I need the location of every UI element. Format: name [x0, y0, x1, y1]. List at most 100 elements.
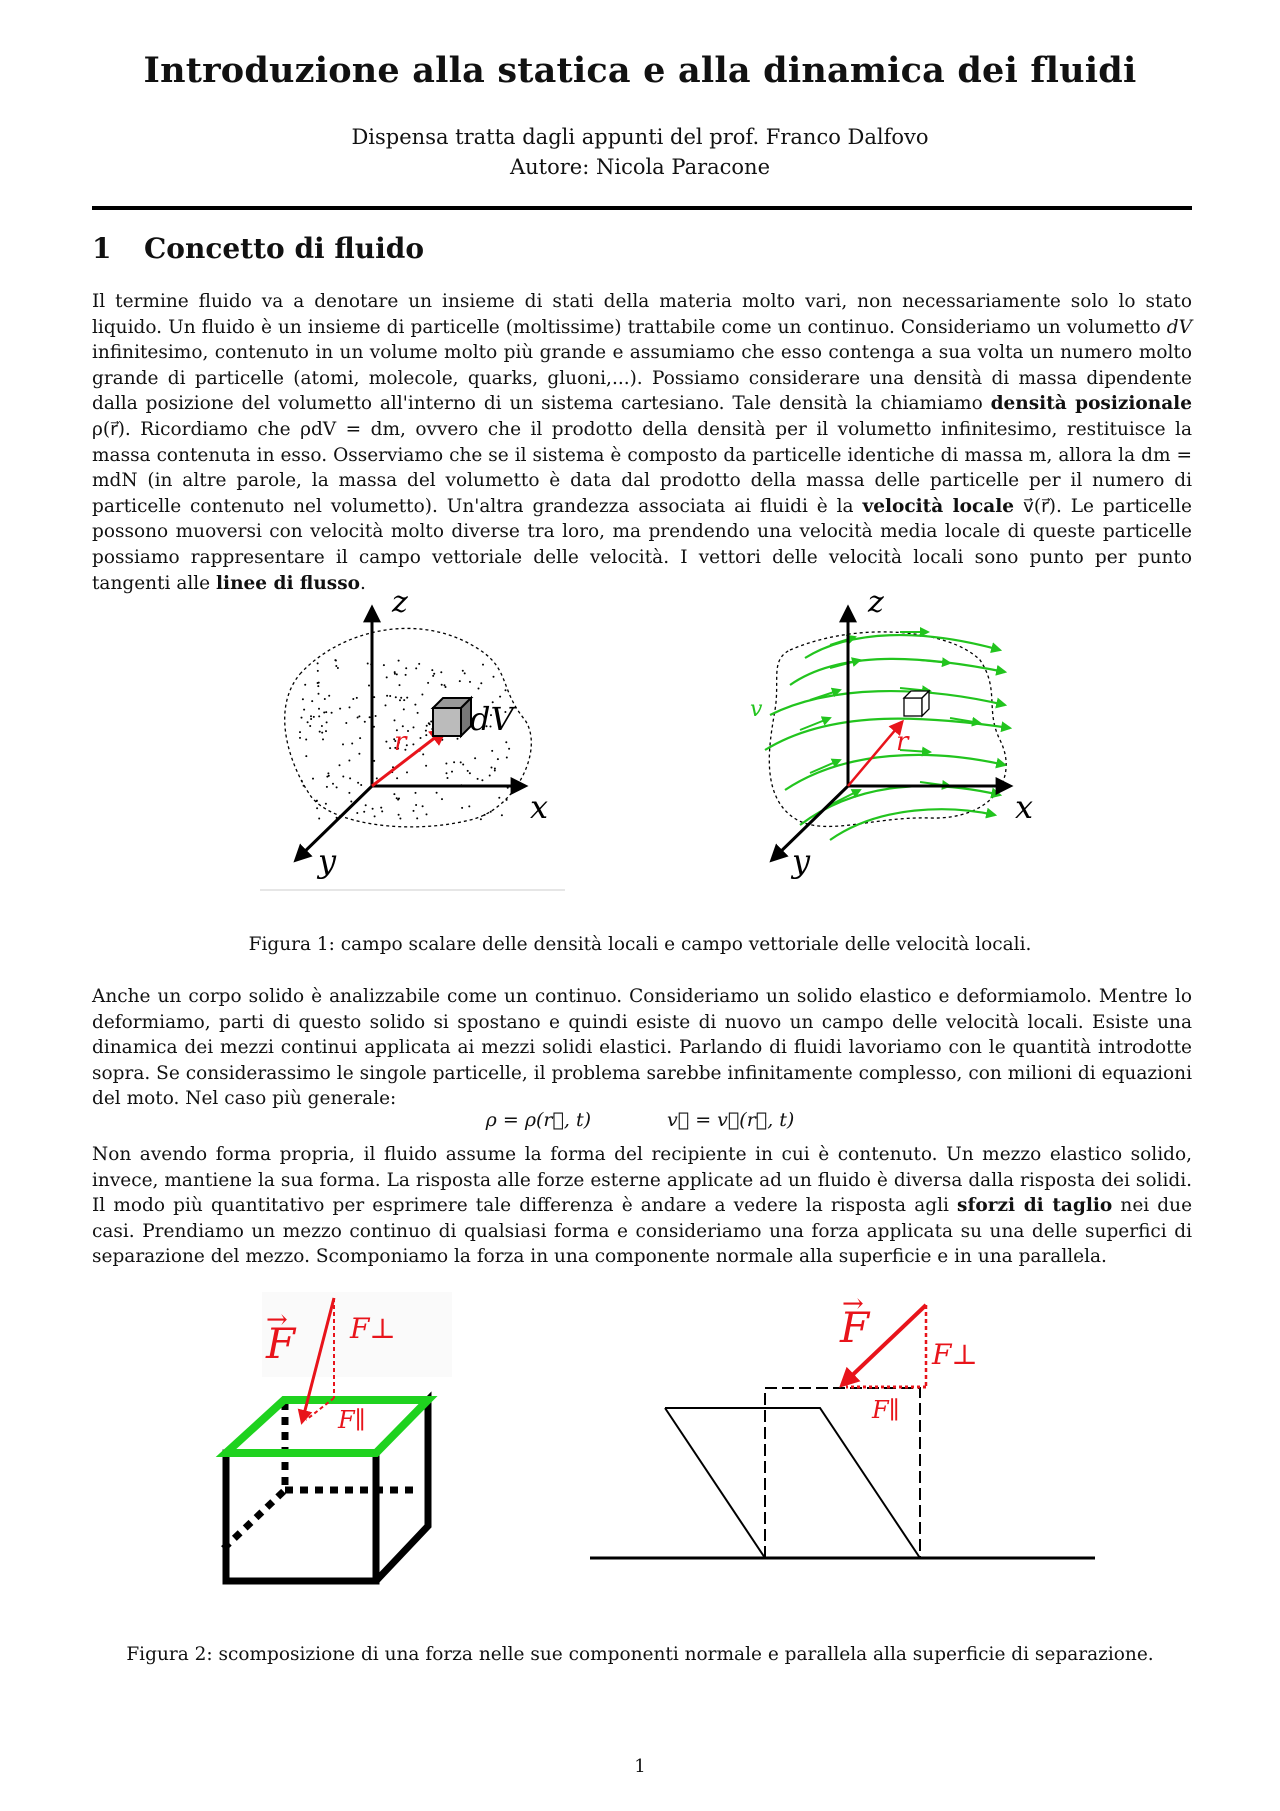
section-number: 1: [92, 232, 112, 265]
deformed-shape: [664, 1407, 921, 1559]
particle-dot: [312, 777, 314, 780]
particle-dot: [384, 704, 387, 707]
particle-dot: [406, 771, 408, 774]
particle-dot: [456, 737, 459, 740]
y-axis: [769, 784, 850, 863]
particle-dot: [488, 774, 491, 777]
particle-dot: [397, 747, 400, 750]
particle-dot: [412, 809, 415, 812]
particle-dot: [375, 777, 378, 780]
particle-dot: [306, 721, 309, 724]
force-vector: [839, 1303, 928, 1388]
particle-dot: [394, 696, 397, 699]
particle-dot: [317, 692, 320, 695]
particle-dot: [316, 669, 319, 672]
axis-label-y: y: [316, 842, 337, 880]
particle-dot: [324, 802, 327, 805]
figure-2: F → F⊥ F∥ F → F⊥ F∥: [215, 1290, 1095, 1585]
particle-dot: [342, 775, 345, 778]
particle-dot: [327, 774, 330, 777]
particle-dot: [416, 711, 419, 714]
particle-dot: [299, 731, 301, 734]
particle-dot: [356, 812, 359, 814]
title-rule: [92, 206, 1192, 210]
particle-dot: [427, 722, 430, 725]
position-vector: [847, 719, 904, 787]
particle-dot: [421, 693, 424, 696]
particle-dot: [393, 719, 396, 722]
particle-dot: [459, 761, 462, 764]
particle-dot: [316, 682, 319, 684]
particle-dot: [440, 671, 443, 674]
particle-dot: [425, 764, 428, 767]
particle-dot: [352, 698, 355, 700]
particle-dot: [468, 805, 471, 808]
page-number: 1: [634, 1756, 646, 1777]
particle-dot: [397, 659, 400, 662]
particle-dot: [477, 687, 480, 690]
arrow-over-F: →: [266, 1305, 288, 1335]
particle-dot: [419, 737, 422, 739]
particle-dot: [393, 793, 396, 796]
particle-dot: [485, 725, 488, 728]
y-axis: [293, 784, 374, 863]
particle-dot: [300, 716, 303, 719]
arrow-over-F: →: [842, 1290, 864, 1319]
paragraph-fluid-concept: Il termine fluido va a denotare un insie…: [92, 291, 1193, 594]
particle-dot: [406, 696, 409, 699]
axis-label-z: z: [867, 590, 884, 620]
particle-dot: [405, 744, 408, 747]
force-label-parallel: F∥: [337, 1406, 366, 1434]
particle-dot: [325, 785, 328, 788]
particle-dot: [463, 672, 466, 675]
particle-dot: [462, 763, 465, 766]
fluid-volume-outline: [768, 631, 1007, 828]
particle-dot: [373, 759, 376, 762]
particle-dot: [318, 817, 321, 820]
particle-dot: [489, 725, 492, 728]
particle-dot: [323, 711, 326, 714]
particle-dot: [480, 682, 483, 685]
particle-dot: [504, 711, 507, 713]
particle-dot: [471, 724, 474, 727]
particle-dot: [328, 694, 331, 697]
paragraph-shear-stress: Non avendo forma propria, il fluido assu…: [92, 1144, 1193, 1268]
particle-dot: [305, 755, 308, 758]
particle-dot: [301, 698, 304, 701]
particle-dot: [416, 817, 419, 820]
particle-dot: [490, 714, 492, 717]
particle-dot: [441, 738, 444, 741]
particle-dot: [433, 672, 436, 675]
document-title: Introduzione alla statica e alla dinamic…: [143, 50, 1137, 91]
volume-label-dV: dV: [470, 700, 516, 738]
particle-dot: [432, 674, 435, 677]
particle-dot: [394, 740, 397, 742]
particle-dot: [393, 738, 396, 741]
particle-dot: [395, 673, 398, 676]
particle-dot: [476, 777, 479, 780]
particle-dot: [356, 716, 359, 719]
particle-dot: [321, 731, 324, 734]
cube-top-surface: [215, 1396, 438, 1457]
density-field-diagram: z x y r dV: [260, 590, 565, 891]
cube-hidden-edges: [217, 1402, 420, 1555]
particle-dot: [435, 791, 438, 794]
particle-dot: [335, 786, 338, 789]
particle-dot: [322, 738, 324, 741]
equation-density: ρ = ρ(r⃗, t): [485, 1109, 592, 1131]
figure-1-caption: Figura 1: campo scalare delle densità lo…: [248, 934, 1032, 955]
axis-label-z: z: [391, 590, 408, 620]
figure-1: z x y r dV: [260, 590, 1033, 891]
particle-dot: [350, 800, 353, 803]
particle-dot: [505, 756, 508, 759]
particle-dot: [490, 766, 493, 769]
particle-dot: [316, 662, 319, 665]
particle-dot: [373, 815, 376, 818]
particle-dot: [395, 797, 398, 800]
particle-dot: [348, 759, 351, 762]
shear-deformation-diagram: F → F⊥ F∥: [590, 1290, 1095, 1560]
particle-dot: [405, 667, 408, 670]
particle-dot: [373, 696, 376, 699]
figure-2-caption: Figura 2: scomposizione di una forza nel…: [126, 1644, 1154, 1665]
